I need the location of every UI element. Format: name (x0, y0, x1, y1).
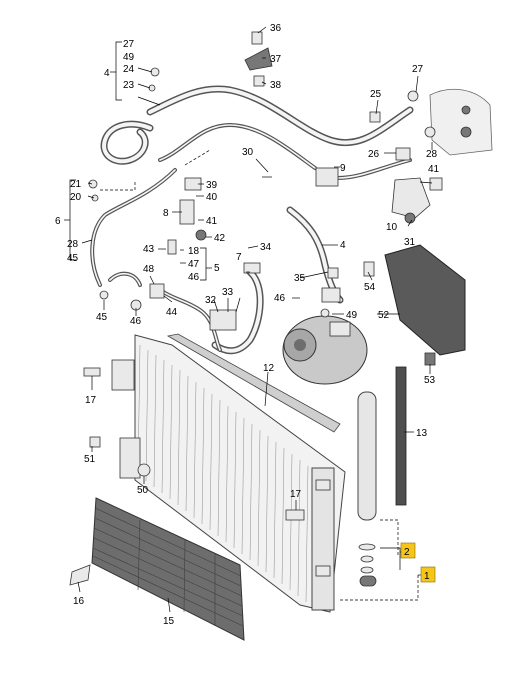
callout-36: 36 (270, 23, 282, 34)
callout-30: 30 (242, 147, 254, 158)
callout-53: 53 (424, 375, 436, 386)
callout-16: 16 (73, 596, 85, 607)
callout-46b: 46 (274, 293, 286, 304)
callout-27a: 27 (123, 39, 135, 50)
bracket (384, 244, 466, 356)
callout-25: 25 (370, 89, 382, 100)
mounting-bracket (391, 177, 431, 219)
receiver-drier (357, 391, 377, 587)
callout-45b: 45 (96, 312, 108, 323)
callout-51: 51 (84, 454, 96, 465)
callout-52: 52 (378, 310, 390, 321)
callout-17b: 17 (290, 489, 302, 500)
callout-43: 43 (143, 244, 155, 255)
callout-47: 47 (188, 259, 200, 270)
callout-50: 50 (137, 485, 149, 496)
fasteners (69, 31, 443, 586)
callout-8: 8 (163, 208, 169, 219)
highlight-box-1 (420, 566, 436, 583)
vehicle-body-corner (429, 88, 493, 156)
refrigerant-hoses (90, 85, 414, 355)
callout-labels: 1 2 4 4 5 6 7 8 9 10 12 13 15 16 17 17 1… (55, 23, 440, 627)
callout-10: 10 (386, 222, 398, 233)
seal-strip (166, 333, 341, 433)
callout-28a: 28 (67, 239, 79, 250)
callout-40: 40 (206, 192, 218, 203)
callout-45a: 45 (67, 253, 79, 264)
callout-39: 39 (206, 180, 218, 191)
callout-54: 54 (364, 282, 376, 293)
compressor (282, 315, 368, 385)
callout-35: 35 (294, 273, 306, 284)
callout-46c: 46 (130, 316, 142, 327)
condenser (111, 334, 346, 613)
callout-23: 23 (123, 80, 135, 91)
highlight-box-2 (400, 542, 416, 559)
callout-32: 32 (205, 295, 217, 306)
leader-lines (64, 26, 433, 613)
callout-4b: 4 (340, 240, 346, 251)
callout-20: 20 (70, 192, 82, 203)
callout-48: 48 (143, 264, 155, 275)
callout-18: 18 (188, 246, 200, 257)
callout-13: 13 (416, 428, 428, 439)
callout-27b: 27 (412, 64, 424, 75)
callout-26: 26 (368, 149, 380, 160)
callout-5: 5 (214, 263, 220, 274)
callout-46a: 46 (188, 272, 200, 283)
callout-2: 2 (404, 547, 410, 558)
callout-21: 21 (70, 179, 82, 190)
callout-37: 37 (270, 54, 282, 65)
callout-1: 1 (424, 571, 430, 582)
callout-6: 6 (55, 216, 61, 227)
air-guide-grille (91, 497, 245, 641)
callout-33: 33 (222, 287, 234, 298)
callout-7: 7 (236, 252, 242, 263)
callout-41a: 41 (206, 216, 218, 227)
callout-24: 24 (123, 64, 135, 75)
callout-31: 31 (404, 237, 416, 248)
callout-42: 42 (214, 233, 226, 244)
callout-34: 34 (260, 242, 272, 253)
callout-12: 12 (263, 363, 275, 374)
callout-38: 38 (270, 80, 282, 91)
callout-41b: 41 (428, 164, 440, 175)
callout-9: 9 (340, 163, 346, 174)
callout-49a: 49 (123, 52, 135, 63)
callout-49b: 49 (346, 310, 358, 321)
callout-15: 15 (163, 616, 175, 627)
seal-strip-side (395, 366, 407, 506)
callout-17a: 17 (85, 395, 97, 406)
callout-4: 4 (104, 68, 110, 79)
callout-44: 44 (166, 307, 178, 318)
callout-28b: 28 (426, 149, 438, 160)
